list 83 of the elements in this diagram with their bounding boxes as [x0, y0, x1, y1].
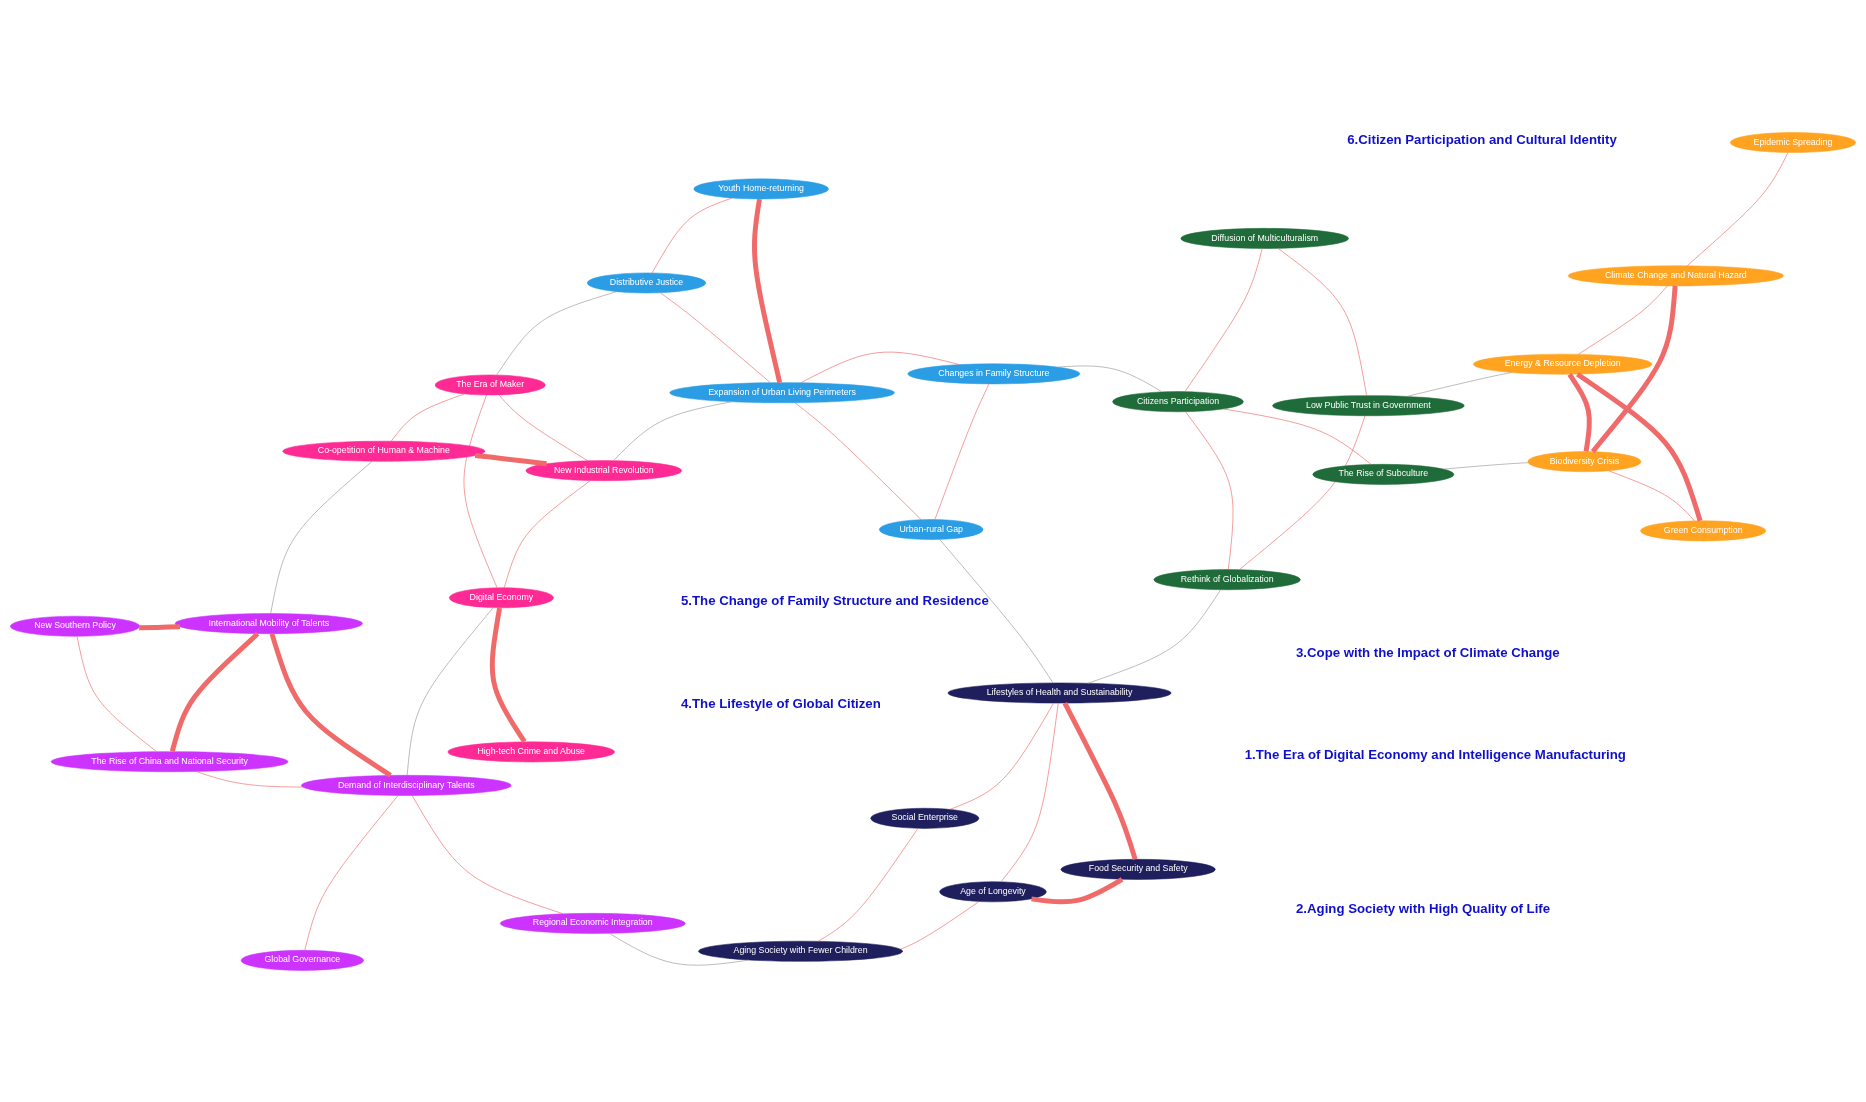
connector: [1576, 372, 1703, 522]
node-ellipse: Social Enterprise: [870, 807, 980, 829]
node-ellipse: Diffusion of Multiculturalism: [1180, 228, 1349, 249]
connector: [1031, 877, 1124, 905]
node-ellipse: Youth Home-returning: [693, 178, 829, 200]
connector: [406, 607, 494, 776]
node-ellipse: Expansion of Urban Living Perimeters: [669, 382, 895, 404]
label: 2.Aging Society with High Quality of Life: [1295, 900, 1551, 916]
connector: [1185, 411, 1234, 570]
connector: [474, 453, 547, 467]
node-ellipse: Age of Longevity: [939, 881, 1047, 903]
node-ellipse: Lifestyles of Health and Sustainability: [947, 682, 1172, 704]
node-ellipse: Distributive Justice: [587, 272, 706, 294]
connector: [1590, 285, 1678, 454]
connector: [1087, 589, 1221, 684]
connector: [934, 383, 990, 520]
connector: [1608, 470, 1695, 522]
node-ellipse: Energy & Resource Depletion: [1473, 353, 1653, 375]
connector: [800, 351, 960, 383]
node-ellipse: International Mobility of Talents: [174, 613, 363, 634]
connector: [269, 633, 392, 778]
node-ellipse: Low Public Trust in Government: [1272, 395, 1465, 417]
connector: [1239, 415, 1366, 570]
node-ellipse: Regional Economic Integration: [500, 913, 686, 934]
connector: [1058, 365, 1163, 393]
connector: [1567, 372, 1592, 452]
node-ellipse: Digital Economy: [449, 587, 554, 609]
node-ellipse: Epidemic Spreading: [1730, 132, 1856, 153]
node-ellipse: Rethink of Globalization: [1153, 569, 1301, 590]
connector: [939, 539, 1054, 684]
connector: [390, 393, 465, 442]
connector: [504, 480, 591, 588]
node-ellipse: Climate Change and Natural Hazard: [1567, 265, 1784, 287]
node-ellipse: New Southern Policy: [10, 615, 140, 637]
label: 4.The Lifestyle of Global Citizen: [680, 695, 881, 711]
connector: [1000, 702, 1059, 882]
connector: [752, 198, 783, 384]
connector: [498, 394, 588, 462]
node-ellipse: The Rise of China and National Security: [50, 751, 289, 773]
label: 1.The Era of Digital Economy and Intelligence Manufacturing: [1244, 747, 1626, 763]
node-ellipse: Global Governance: [240, 950, 364, 971]
label: 6.Citizen Participation and Cultural Identity: [1347, 131, 1617, 147]
connector: [1277, 248, 1367, 396]
connector: [900, 901, 980, 950]
connector: [270, 461, 373, 614]
label: 5.The Change of Family Structure and Residence: [680, 593, 989, 609]
node-ellipse: Biodiversity Crisis: [1527, 451, 1642, 472]
node-ellipse: The Rise of Subculture: [1312, 464, 1455, 485]
connector: [1406, 372, 1512, 397]
connector: [304, 795, 399, 951]
connector: [817, 828, 919, 942]
connector: [608, 933, 750, 966]
connector: [1062, 702, 1138, 860]
connector: [411, 795, 564, 915]
node-ellipse: Demand of Interdisciplinary Talents: [301, 775, 512, 796]
connector: [1223, 408, 1372, 465]
connector: [651, 197, 733, 274]
node-ellipse: Changes in Family Structure: [907, 363, 1081, 385]
node-ellipse: New Industrial Revolution: [525, 460, 682, 481]
connector: [496, 291, 617, 376]
node-ellipse: Urban-rural Gap: [879, 519, 984, 540]
node-ellipse: High-tech Crime and Abuse: [447, 741, 615, 763]
node-ellipse: Citizens Participation: [1112, 391, 1244, 413]
connector: [169, 631, 260, 753]
connector: [660, 292, 771, 383]
connector: [794, 402, 922, 520]
node-ellipse: Food Security and Safety: [1060, 859, 1216, 880]
connector: [196, 771, 304, 788]
label: 3.Cope with the Impact of Climate Change: [1295, 644, 1560, 660]
node-ellipse: Green Consumption: [1640, 520, 1767, 542]
connector: [489, 607, 527, 744]
node-ellipse: The Era of Maker: [434, 374, 546, 396]
connector: [1687, 152, 1789, 266]
connector: [949, 702, 1054, 810]
node-ellipse: Aging Society with Fewer Children: [698, 940, 903, 962]
connector: [1184, 248, 1263, 392]
node-ellipse: Co-opetition of Human & Machine: [282, 440, 486, 462]
connector: [463, 394, 498, 588]
connector: [1578, 285, 1668, 355]
connector: [139, 624, 181, 631]
connector: [1443, 462, 1529, 470]
connector: [76, 636, 157, 752]
connector: [613, 401, 732, 461]
